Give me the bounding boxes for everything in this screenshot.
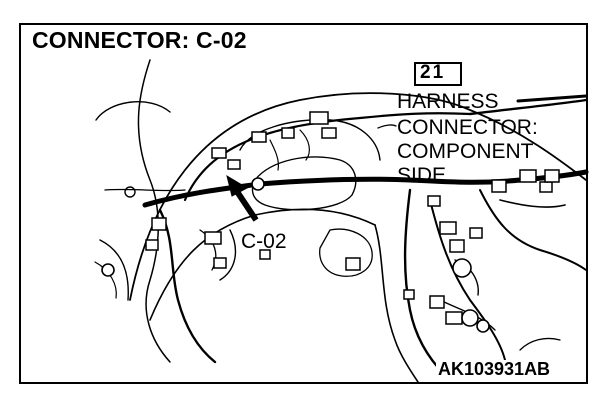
small-connector bbox=[439, 221, 457, 235]
round-fitting bbox=[452, 258, 472, 278]
small-connector bbox=[427, 195, 441, 207]
round-fitting bbox=[251, 177, 265, 191]
small-connector bbox=[519, 169, 537, 183]
small-connector bbox=[345, 257, 361, 271]
small-connector bbox=[321, 127, 337, 139]
harness-label-line-3: COMPONENT bbox=[397, 140, 534, 163]
c02-arrow bbox=[226, 174, 259, 222]
connector-pin-numbers: 21 bbox=[420, 62, 446, 83]
diagram-title: CONNECTOR: C-02 bbox=[32, 27, 247, 53]
small-connector bbox=[491, 179, 507, 193]
round-fitting bbox=[476, 319, 490, 333]
small-connector bbox=[227, 159, 241, 170]
small-connector bbox=[145, 239, 159, 251]
harness-label-line-2: CONNECTOR: bbox=[397, 116, 538, 139]
harness-label-line-4: SIDE bbox=[397, 164, 447, 187]
harness-label-line-1: HARNESS bbox=[397, 90, 499, 113]
small-connector bbox=[309, 111, 329, 125]
small-connector bbox=[251, 131, 267, 143]
round-fitting bbox=[461, 309, 479, 327]
small-connector bbox=[213, 257, 227, 269]
small-connector bbox=[151, 217, 167, 231]
small-connector bbox=[449, 239, 465, 253]
pin-number-box bbox=[414, 62, 462, 86]
small-connector bbox=[403, 289, 415, 300]
small-connector bbox=[469, 227, 483, 239]
connector-callout-label: C-02 bbox=[241, 230, 287, 253]
small-connector bbox=[539, 181, 553, 193]
small-connector bbox=[445, 311, 463, 325]
small-connector bbox=[204, 231, 222, 245]
small-connector bbox=[544, 169, 560, 183]
round-fitting bbox=[101, 263, 115, 277]
small-connector bbox=[211, 147, 227, 159]
small-connector bbox=[429, 295, 445, 309]
leader-line bbox=[516, 94, 588, 103]
diagram-frame bbox=[19, 23, 588, 384]
figure-code: AK103931AB bbox=[436, 359, 553, 379]
small-connector bbox=[259, 249, 271, 260]
small-connector bbox=[281, 127, 295, 139]
vent-outline bbox=[251, 156, 357, 211]
